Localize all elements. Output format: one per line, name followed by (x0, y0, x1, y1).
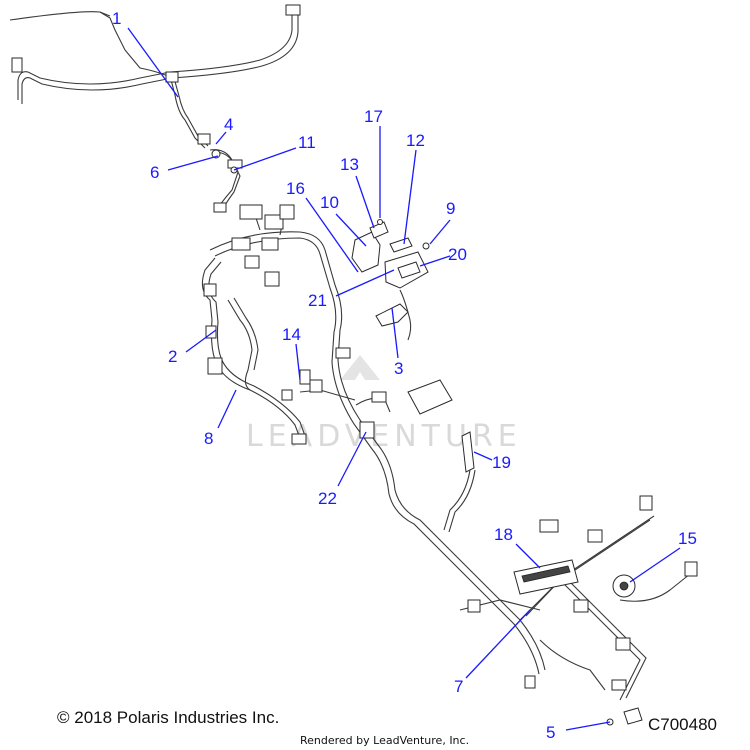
callout-13[interactable]: 13 (340, 155, 359, 174)
callout-7[interactable]: 7 (454, 677, 463, 696)
callout-12[interactable]: 12 (406, 131, 425, 150)
harness-part-6 (209, 149, 243, 213)
callout-9[interactable]: 9 (446, 199, 455, 218)
callout-numbers: 1 2 3 4 5 6 7 8 9 10 11 12 13 14 15 16 1… (112, 9, 697, 742)
relay-module (407, 379, 476, 533)
callout-4[interactable]: 4 (224, 115, 233, 134)
callout-1[interactable]: 1 (112, 9, 121, 28)
callout-6[interactable]: 6 (150, 163, 159, 182)
callout-21[interactable]: 21 (308, 291, 327, 310)
harness-part-1 (9, 4, 301, 149)
callout-11[interactable]: 11 (298, 133, 316, 152)
callout-2[interactable]: 2 (168, 347, 177, 366)
diagram-code: C700480 (648, 715, 718, 734)
callout-20[interactable]: 20 (448, 245, 467, 264)
copyright-text: © 2018 Polaris Industries Inc. (57, 708, 280, 727)
callout-15[interactable]: 15 (678, 529, 697, 548)
watermark-text: LEADVENTURE (246, 419, 522, 454)
callout-17[interactable]: 17 (364, 107, 383, 126)
callout-3[interactable]: 3 (394, 359, 403, 378)
rendered-by-text: Rendered by LeadVenture, Inc. (300, 734, 470, 747)
callout-5[interactable]: 5 (546, 723, 555, 742)
callout-8[interactable]: 8 (204, 429, 213, 448)
callout-19[interactable]: 19 (492, 453, 511, 472)
callout-22[interactable]: 22 (318, 489, 337, 508)
watermark: LEADVENTURE (246, 355, 522, 454)
ecu-bracket-assembly (351, 219, 430, 341)
callout-18[interactable]: 18 (494, 525, 513, 544)
callout-16[interactable]: 16 (286, 179, 305, 198)
callout-14[interactable]: 14 (282, 325, 301, 344)
lower-harness (459, 495, 698, 726)
callout-leaders (127, 27, 681, 731)
callout-10[interactable]: 10 (320, 193, 339, 212)
